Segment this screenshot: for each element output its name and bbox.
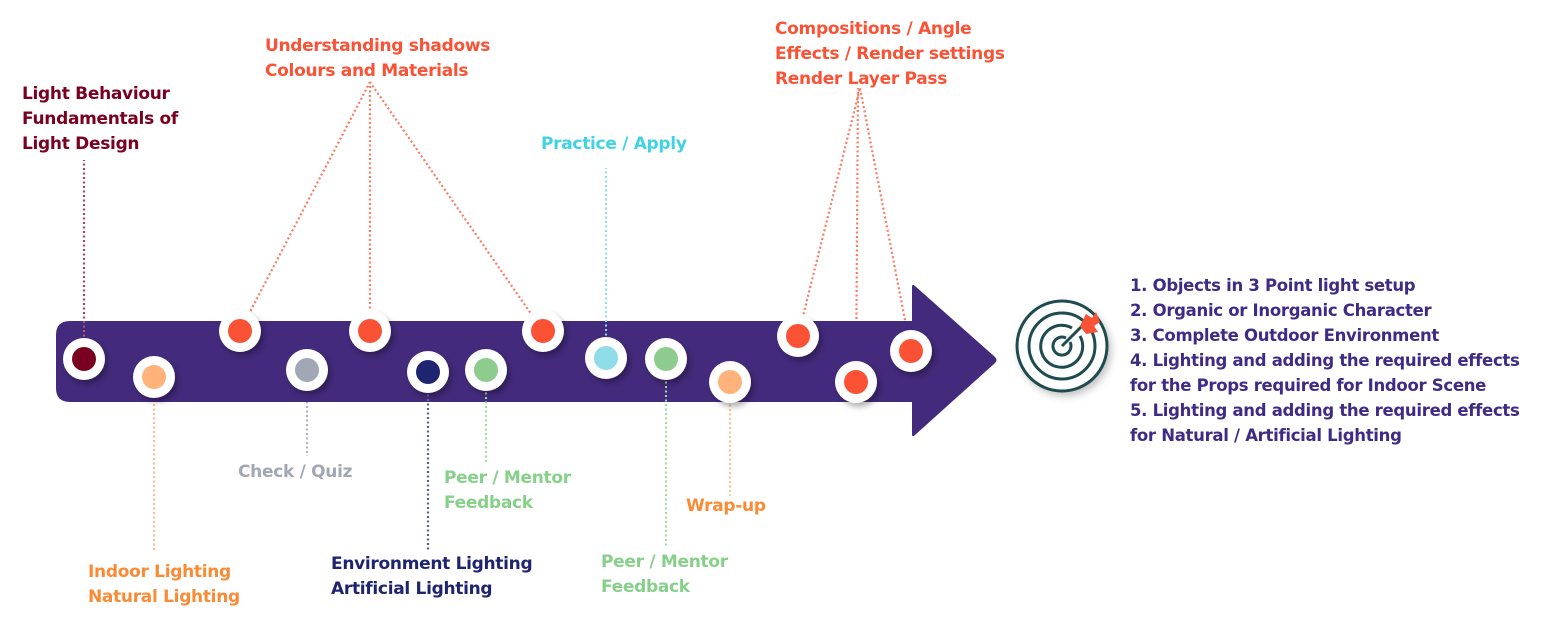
label-line: Practice / Apply	[541, 134, 687, 154]
timeline-node-wrap-up	[709, 361, 751, 403]
label-line: Environment Lighting	[331, 554, 533, 574]
dotted-connector-shadows-3	[369, 81, 544, 332]
node-dot	[899, 339, 923, 363]
label-line: Effects / Render settings	[775, 44, 1005, 64]
label-line: Render Layer Pass	[775, 69, 948, 89]
learning-outcomes-list: 1. Objects in 3 Point light setup 2. Org…	[1130, 273, 1520, 448]
outcome-line: 5. Lighting and adding the required effe…	[1130, 401, 1520, 420]
label-check-quiz: Check / Quiz	[238, 460, 353, 485]
node-dot	[416, 360, 440, 384]
label-line: Feedback	[601, 577, 690, 597]
label-line: Fundamentals of	[22, 109, 178, 129]
target-ring-middle	[1027, 311, 1097, 381]
target-ring-center	[1051, 335, 1073, 357]
label-line: Artificial Lighting	[331, 579, 493, 599]
node-dot	[786, 324, 810, 348]
label-line: Feedback	[444, 493, 533, 513]
timeline-node-compositions-3	[890, 330, 932, 372]
dotted-connector-compositions-3	[858, 87, 913, 352]
timeline-nodes	[63, 310, 932, 403]
outcome-line: for Natural / Artificial Lighting	[1130, 426, 1402, 445]
label-line: Check / Quiz	[238, 462, 353, 482]
node-dot	[654, 347, 678, 371]
node-dot	[295, 358, 319, 382]
dart-shaft	[1060, 322, 1086, 348]
label-line: Wrap-up	[686, 496, 766, 516]
label-line: Natural Lighting	[88, 587, 240, 607]
dotted-connector-compositions-1	[796, 87, 862, 337]
outcome-line: 4. Lighting and adding the required effe…	[1130, 351, 1520, 370]
timeline-node-compositions-1	[777, 315, 819, 357]
outcome-line: 3. Complete Outdoor Environment	[1130, 326, 1440, 345]
timeline-node-light-behaviour	[63, 338, 105, 380]
timeline-node-check-quiz	[286, 349, 328, 391]
label-line: Light Design	[22, 134, 140, 154]
timeline-node-shadows-3	[522, 310, 564, 352]
outcome-line: 1. Objects in 3 Point light setup	[1130, 276, 1416, 295]
node-dot	[531, 319, 555, 343]
node-dot	[72, 347, 96, 371]
label-wrap-up: Wrap-up	[686, 494, 766, 519]
timeline-node-shadows-2	[349, 310, 391, 352]
node-dot	[228, 319, 252, 343]
dotted-connector-shadows-1	[239, 81, 371, 332]
node-dot	[358, 319, 382, 343]
label-line: Colours and Materials	[265, 61, 469, 81]
node-dot	[474, 358, 498, 382]
timeline-node-indoor-natural-lighting	[133, 356, 175, 398]
timeline-node-compositions-2	[835, 361, 877, 403]
outcome-line: 2. Organic or Inorganic Character	[1130, 301, 1432, 320]
node-dot	[844, 370, 868, 394]
label-line: Light Behaviour	[22, 84, 170, 104]
node-dot	[594, 346, 618, 370]
timeline-node-shadows-1	[219, 310, 261, 352]
label-line: Indoor Lighting	[88, 562, 231, 582]
label-line: Peer / Mentor	[444, 468, 571, 488]
node-dot	[142, 365, 166, 389]
target-ring-inner	[1039, 323, 1085, 369]
node-dot	[718, 370, 742, 394]
label-practice-apply: Practice / Apply	[541, 132, 687, 157]
outcome-line: for the Props required for Indoor Scene	[1130, 376, 1487, 395]
target-ring-outer	[1015, 299, 1109, 393]
label-line: Understanding shadows	[265, 36, 491, 56]
timeline-node-peer-mentor-1	[465, 349, 507, 391]
timeline-node-peer-mentor-2	[645, 338, 687, 380]
timeline-node-practice-apply	[585, 337, 627, 379]
target-with-arrow-icon	[1015, 299, 1109, 393]
label-line: Compositions / Angle	[775, 19, 972, 39]
timeline-arrow	[56, 284, 997, 437]
dart-fletching	[1080, 312, 1100, 334]
label-line: Peer / Mentor	[601, 552, 728, 572]
timeline-node-environment-artificial-lighting	[407, 351, 449, 393]
